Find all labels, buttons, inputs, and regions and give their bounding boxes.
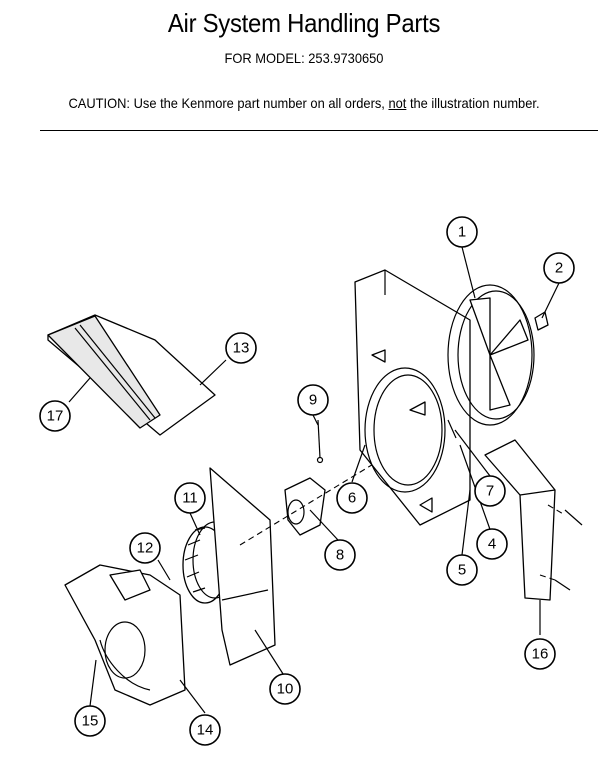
callout-2: 2 bbox=[543, 252, 575, 284]
callout-11: 11 bbox=[174, 482, 206, 514]
svg-text:8: 8 bbox=[336, 547, 344, 564]
callout-8: 8 bbox=[324, 539, 356, 571]
caution-prefix: CAUTION: bbox=[68, 95, 131, 111]
motor-mount-plate bbox=[209, 467, 276, 666]
svg-text:15: 15 bbox=[82, 713, 99, 730]
screw-9 bbox=[316, 419, 324, 464]
svg-text:1: 1 bbox=[458, 224, 466, 241]
page-title: Air System Handling Parts bbox=[167, 8, 441, 38]
svg-text:14: 14 bbox=[197, 722, 214, 739]
svg-text:6: 6 bbox=[348, 490, 356, 507]
svg-text:2: 2 bbox=[555, 260, 563, 277]
model-number: 253.9730650 bbox=[308, 50, 384, 66]
callout-12: 12 bbox=[129, 532, 161, 564]
svg-text:9: 9 bbox=[309, 392, 317, 409]
header-divider bbox=[40, 130, 598, 131]
callout-13: 13 bbox=[225, 332, 257, 364]
callout-5: 5 bbox=[446, 554, 478, 586]
svg-text:13: 13 bbox=[233, 340, 250, 357]
caution-not: not bbox=[388, 95, 407, 111]
svg-text:7: 7 bbox=[486, 483, 494, 500]
model-line: FOR MODEL: 253.9730650 bbox=[24, 50, 583, 66]
motor bbox=[284, 477, 326, 536]
callout-9: 9 bbox=[297, 384, 329, 416]
callout-1: 1 bbox=[446, 216, 478, 248]
svg-text:10: 10 bbox=[277, 681, 294, 698]
caution-text-1: Use the Kenmore part number on all order… bbox=[133, 95, 385, 111]
callout-10: 10 bbox=[269, 673, 301, 705]
svg-text:5: 5 bbox=[458, 562, 466, 579]
blower-housing bbox=[64, 564, 186, 706]
control-cover bbox=[484, 439, 556, 601]
callout-6: 6 bbox=[336, 482, 368, 514]
svg-text:16: 16 bbox=[532, 646, 549, 663]
callout-15: 15 bbox=[74, 705, 106, 737]
fan-shroud bbox=[354, 269, 471, 526]
filter-panel bbox=[47, 314, 216, 436]
fan-blade bbox=[447, 284, 535, 426]
bracket-screws bbox=[447, 419, 583, 591]
callout-17: 17 bbox=[39, 400, 71, 432]
caution-note: CAUTION: Use the Kenmore part number on … bbox=[24, 95, 583, 111]
svg-text:11: 11 bbox=[182, 490, 198, 507]
callout-14: 14 bbox=[189, 714, 221, 746]
callout-7: 7 bbox=[474, 475, 506, 507]
svg-text:4: 4 bbox=[488, 536, 496, 553]
callout-4: 4 bbox=[476, 528, 508, 560]
svg-text:17: 17 bbox=[47, 408, 64, 425]
shaft-line bbox=[239, 459, 381, 546]
retainer-clip bbox=[534, 311, 549, 331]
model-label: FOR MODEL: bbox=[224, 50, 305, 66]
svg-text:12: 12 bbox=[137, 540, 154, 557]
caution-text-2: the illustration number. bbox=[409, 95, 540, 111]
callout-16: 16 bbox=[524, 638, 556, 670]
